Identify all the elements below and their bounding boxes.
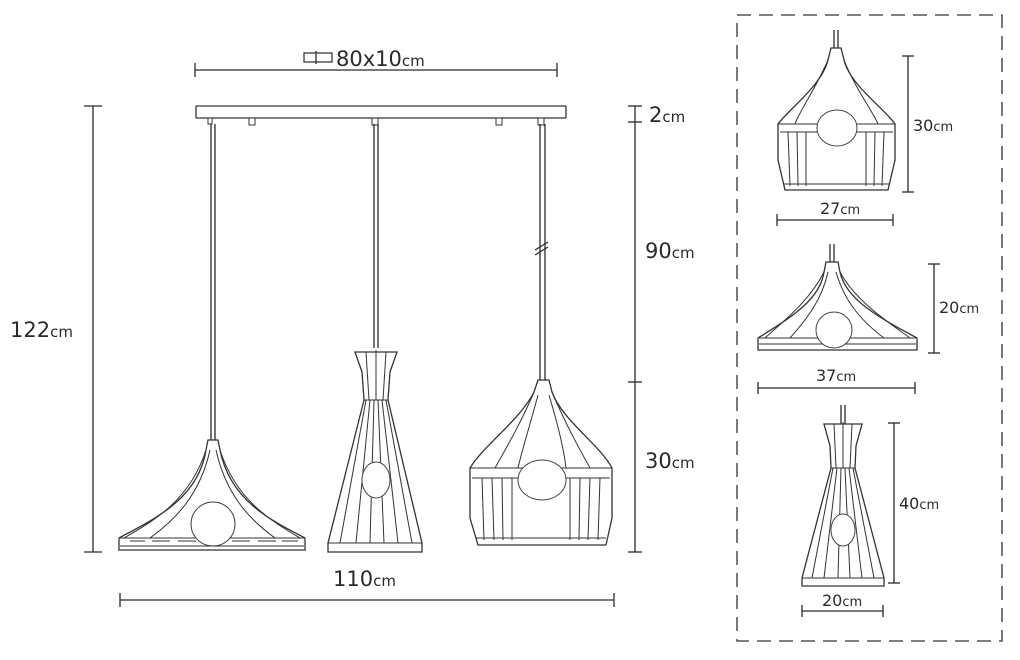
canopy-height-label: 2cm <box>649 103 685 127</box>
vertical-dimensions: 2cm 90cm 30cm <box>628 103 695 553</box>
total-width-label: 110cm <box>333 567 396 591</box>
detail-3-height-label: 40cm <box>899 494 939 513</box>
canopy-width-dimension: 80x10cm <box>194 47 558 77</box>
detail-2-width-label: 37cm <box>816 366 856 385</box>
detail-panel-border <box>736 14 1003 642</box>
pendant-lamp-wide <box>118 439 306 551</box>
total-height-dimension: 122cm <box>10 105 102 553</box>
detail-1-height-label: 30cm <box>913 116 953 135</box>
cable-length-label: 90cm <box>645 239 695 263</box>
suspension-cables <box>210 124 549 440</box>
detail-wide-lamp: 20cm 37cm <box>757 244 979 394</box>
ceiling-canopy <box>195 105 567 126</box>
detail-bell-lamp: 30cm 27cm <box>776 30 953 226</box>
detail-3-width-label: 20cm <box>822 591 862 610</box>
canopy-shape-icon <box>303 51 333 64</box>
canopy-width-label: 80x10cm <box>336 47 425 71</box>
total-width-dimension: 110cm <box>119 567 615 607</box>
total-height-label: 122cm <box>10 318 73 342</box>
pendant-lamp-tall <box>327 350 423 553</box>
shade-height-label: 30cm <box>645 449 695 473</box>
pendant-lamp-bell <box>469 379 613 546</box>
detail-tall-lamp: 40cm 20cm <box>801 405 939 617</box>
detail-2-height-label: 20cm <box>939 298 979 317</box>
detail-1-width-label: 27cm <box>820 199 860 218</box>
